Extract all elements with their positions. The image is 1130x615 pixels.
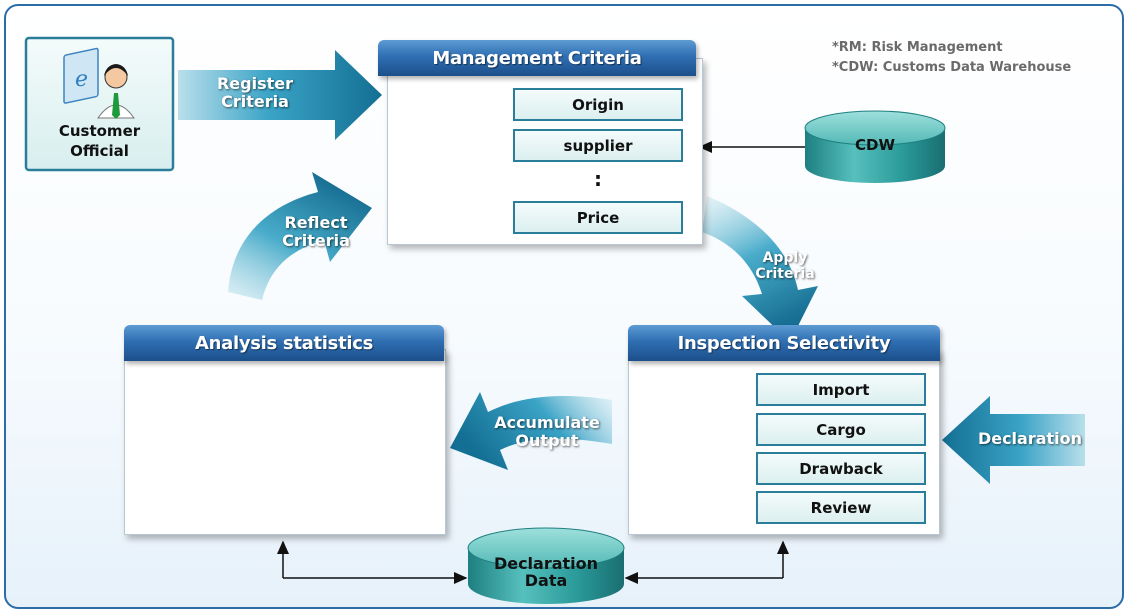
management-criteria-title: Management Criteria — [378, 40, 696, 76]
selectivity-cargo: Cargo — [756, 413, 926, 446]
criteria-supplier: supplier — [513, 129, 683, 162]
criteria-price: Price — [513, 201, 683, 234]
register-criteria-label: Register Criteria — [200, 74, 310, 112]
declaration-data-line2: Data — [524, 570, 568, 590]
customer-label-line1: Customer — [58, 122, 141, 140]
svg-text:e: e — [75, 67, 88, 92]
declaration-data-connectors — [277, 540, 789, 584]
criteria-ellipsis: : — [594, 167, 602, 191]
customer-official-icon: e — [63, 47, 135, 119]
cdw-database-icon — [804, 110, 946, 183]
selectivity-drawback: Drawback — [756, 452, 926, 485]
accumulate-label-line2: Output — [515, 431, 579, 451]
register-label-line1: Register — [216, 74, 294, 93]
register-label-line2: Criteria — [221, 92, 289, 112]
reflect-label-line2: Criteria — [282, 231, 350, 251]
customer-official-box — [24, 36, 175, 172]
declaration-data-line1: Declaration — [493, 554, 599, 573]
declaration-data-database-icon — [467, 527, 625, 604]
note-cdw: *CDW: Customs Data Warehouse — [832, 60, 1072, 75]
accumulate-output-label: Accumulate Output — [487, 413, 607, 451]
customer-label-line2: Official — [70, 141, 129, 160]
declaration-data-label: Declaration Data — [468, 554, 624, 590]
reflect-label-line1: Reflect — [284, 213, 348, 232]
apply-label-line1: Apply — [762, 250, 808, 266]
selectivity-import: Import — [756, 373, 926, 406]
note-rm: *RM: Risk Management — [832, 40, 1003, 55]
customer-official-label: Customer Official — [26, 122, 173, 161]
selectivity-review: Review — [756, 491, 926, 524]
analysis-statistics-title: Analysis statistics — [124, 325, 444, 361]
declaration-label: Declaration — [977, 429, 1083, 448]
criteria-origin: Origin — [513, 88, 683, 121]
reflect-criteria-arrow — [228, 172, 372, 300]
declaration-arrow — [942, 396, 1085, 484]
accumulate-output-arrow — [450, 392, 612, 470]
reflect-criteria-label: Reflect Criteria — [268, 213, 364, 251]
apply-label-line2: Criteria — [755, 266, 815, 283]
apply-criteria-label: Apply Criteria — [742, 250, 828, 282]
register-criteria-arrow — [178, 50, 382, 140]
inspection-selectivity-title: Inspection Selectivity — [628, 325, 940, 361]
apply-criteria-arrow — [702, 196, 818, 342]
cdw-label: CDW — [854, 136, 895, 154]
analysis-statistics-panel — [124, 349, 446, 535]
accumulate-label-line1: Accumulate — [494, 413, 600, 432]
